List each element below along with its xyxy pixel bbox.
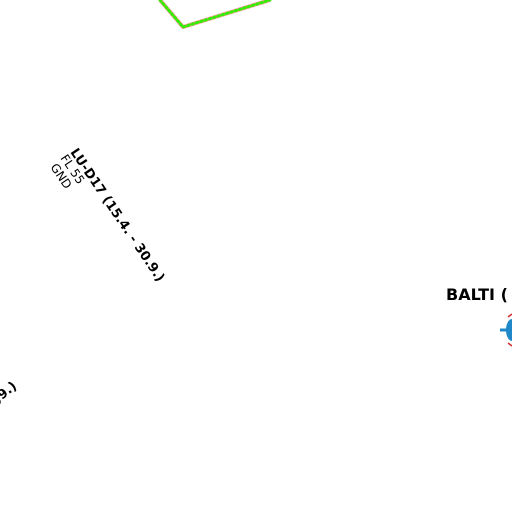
adjacent-zone-label: ,9.) [0,379,20,406]
navaid-icon[interactable] [500,313,512,347]
waypoint-label: BALTI ( [446,285,508,304]
zone-title: LU-D17 (15.4. - 30.9.) [67,146,168,285]
airspace-zone-boundary[interactable] [158,0,272,29]
